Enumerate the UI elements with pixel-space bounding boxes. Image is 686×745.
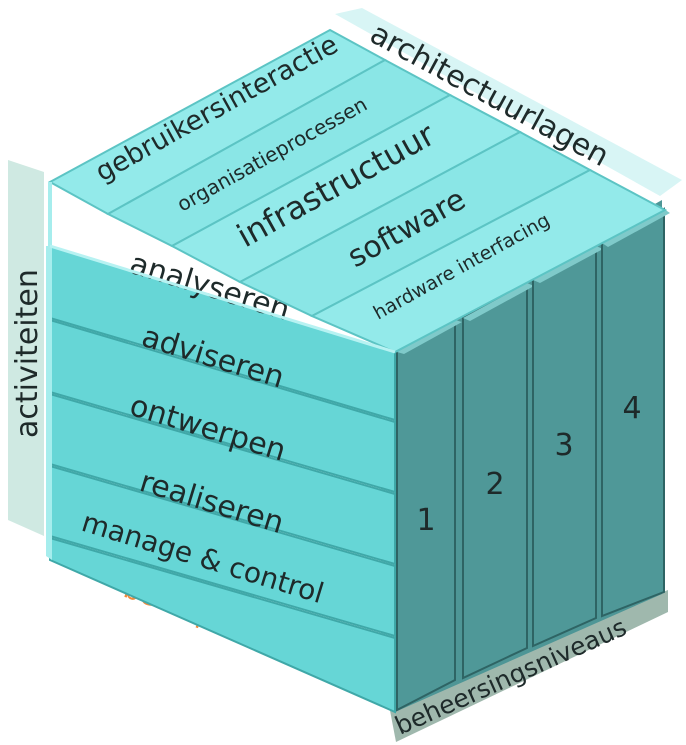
level-label-1: 1 <box>416 503 435 538</box>
levels-face: 1 2 3 4 <box>395 200 670 712</box>
activities-axis-label: activiteiten <box>10 269 45 438</box>
activities-axis-band <box>8 160 44 536</box>
level-label-4: 4 <box>622 391 641 426</box>
level-label-2: 2 <box>485 467 504 502</box>
levels-axis-band <box>388 590 668 742</box>
layer-strip-5 <box>309 168 668 354</box>
architecture-axis-band <box>335 8 682 196</box>
level-label-3: 3 <box>554 428 573 463</box>
